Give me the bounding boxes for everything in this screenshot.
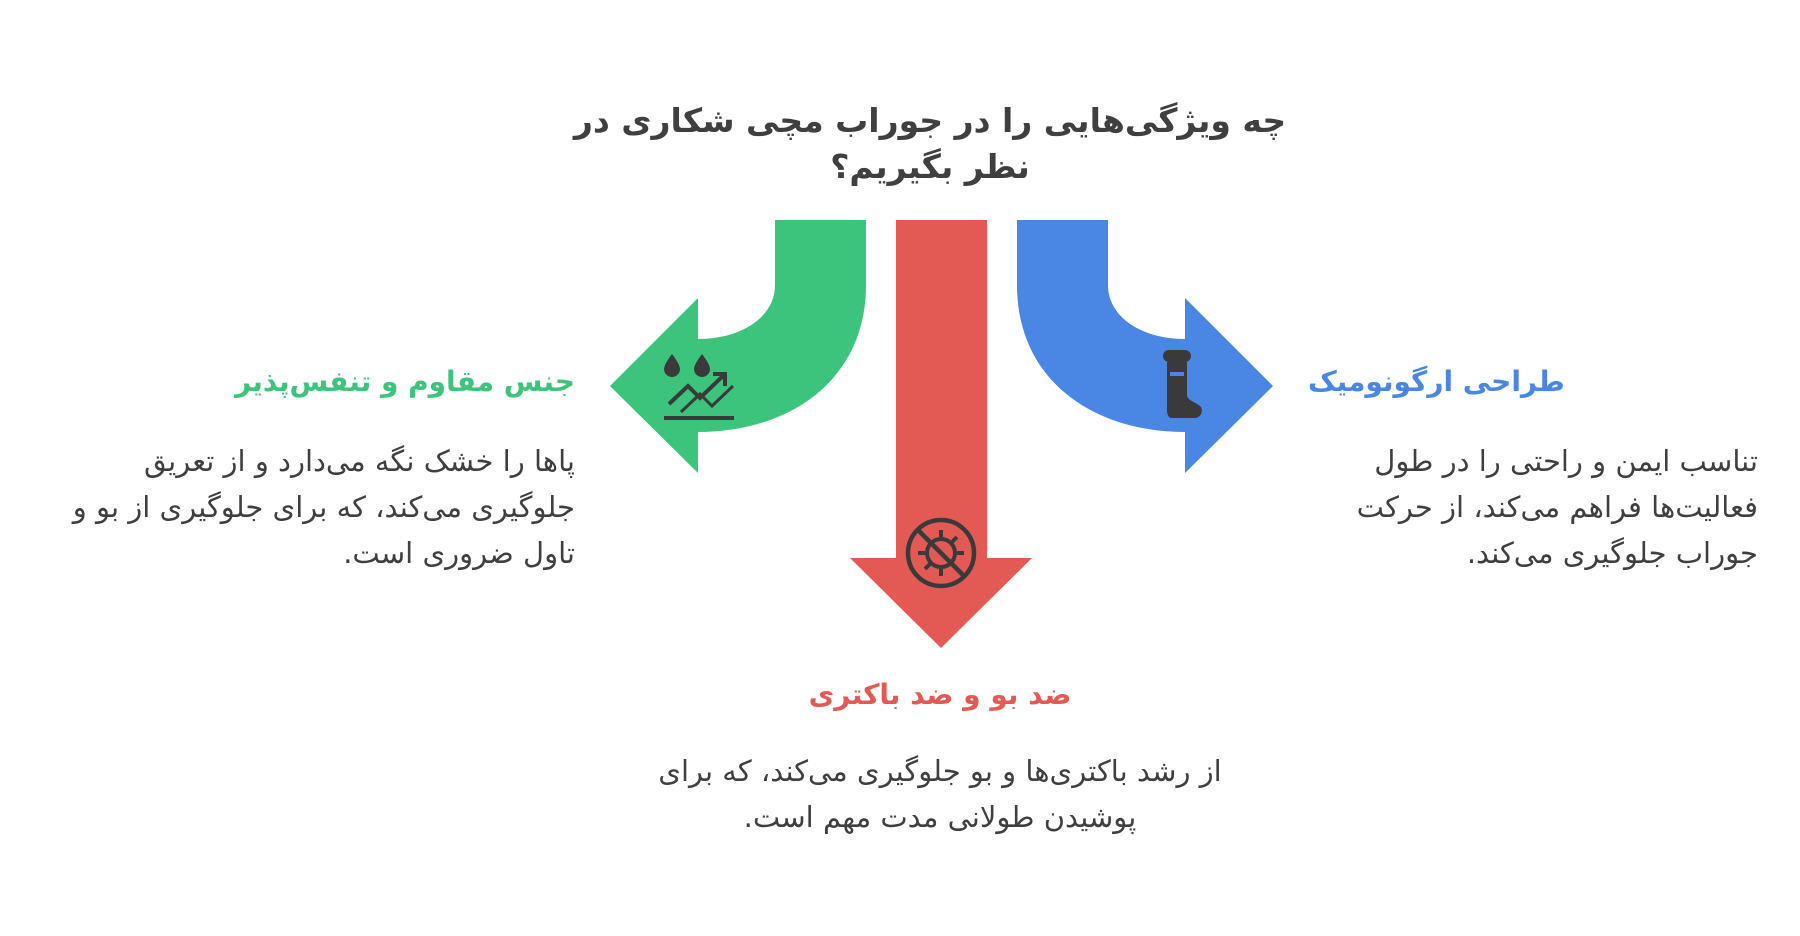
ergonomic-description: تناسب ایمن و راحتی را در طول فعالیت‌ها ف… <box>1356 444 1758 570</box>
water-drops-growth-icon <box>664 354 735 420</box>
antibacterial-description: از رشد باکتری‌ها و بو جلوگیری می‌کند، که… <box>658 754 1222 834</box>
material-description: پاها را خشک نگه می‌دارد و از تعریق جلوگی… <box>72 444 575 570</box>
sock-icon <box>1163 350 1202 418</box>
antibacterial-title: ضد بو و ضد باکتری <box>808 678 1072 711</box>
green-arrow <box>610 220 866 473</box>
red-arrow <box>850 220 1032 648</box>
ergonomic-title: طراحی ارگونومیک <box>1308 365 1565 398</box>
no-bacteria-icon <box>905 517 977 589</box>
blue-arrow <box>1017 220 1273 473</box>
diagram-title: چه ویژگی‌هایی را در جوراب مچی شکاری در ن… <box>573 101 1287 186</box>
material-title: جنس مقاوم و تنفس‌پذیر <box>234 365 575 398</box>
